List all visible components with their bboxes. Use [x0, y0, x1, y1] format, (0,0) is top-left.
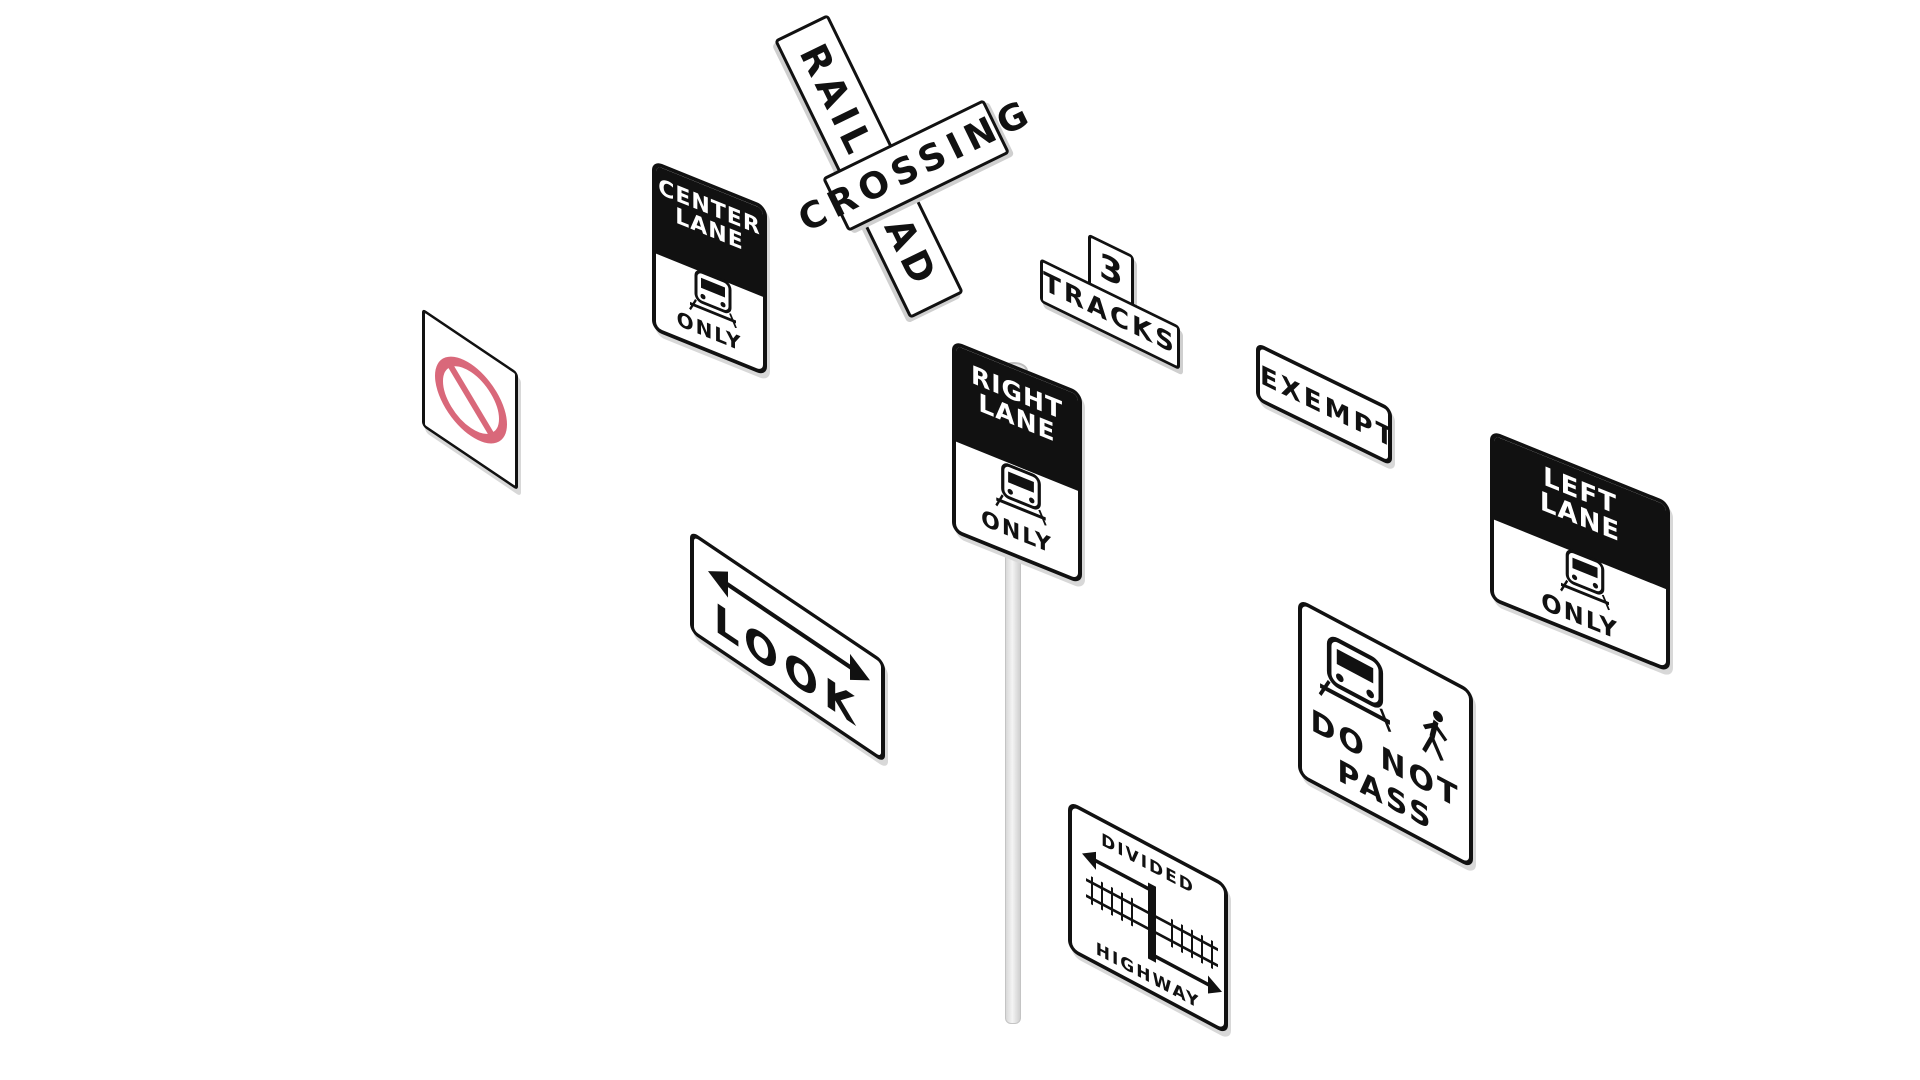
double-arrow-icon: [708, 571, 870, 681]
pedestrian-icon: [1422, 710, 1448, 761]
train-icon: [689, 270, 737, 329]
train-icon: [1560, 549, 1610, 611]
exempt-text: EXEMPT: [1260, 359, 1392, 457]
look-sign: LOOK: [690, 530, 885, 764]
prohibition-sign: [422, 308, 518, 491]
center-lane-only-sign: CENTER LANE ONLY: [652, 160, 767, 377]
do-not-pass-sign: DO NOT PASS: [1298, 598, 1473, 870]
divided-highway-crossing-icon: [1082, 851, 1222, 994]
divided-highway-sign: DIVIDED HIGHWAY: [1068, 800, 1228, 1036]
right-lane-only-sign: RIGHT LANE ONLY: [952, 340, 1082, 585]
train-icon: [1318, 636, 1392, 732]
prohibition-icon: [435, 356, 507, 444]
train-icon: [995, 463, 1047, 526]
exempt-sign: EXEMPT: [1256, 342, 1392, 467]
left-lane-only-sign: LEFT LANE ONLY: [1490, 430, 1670, 673]
